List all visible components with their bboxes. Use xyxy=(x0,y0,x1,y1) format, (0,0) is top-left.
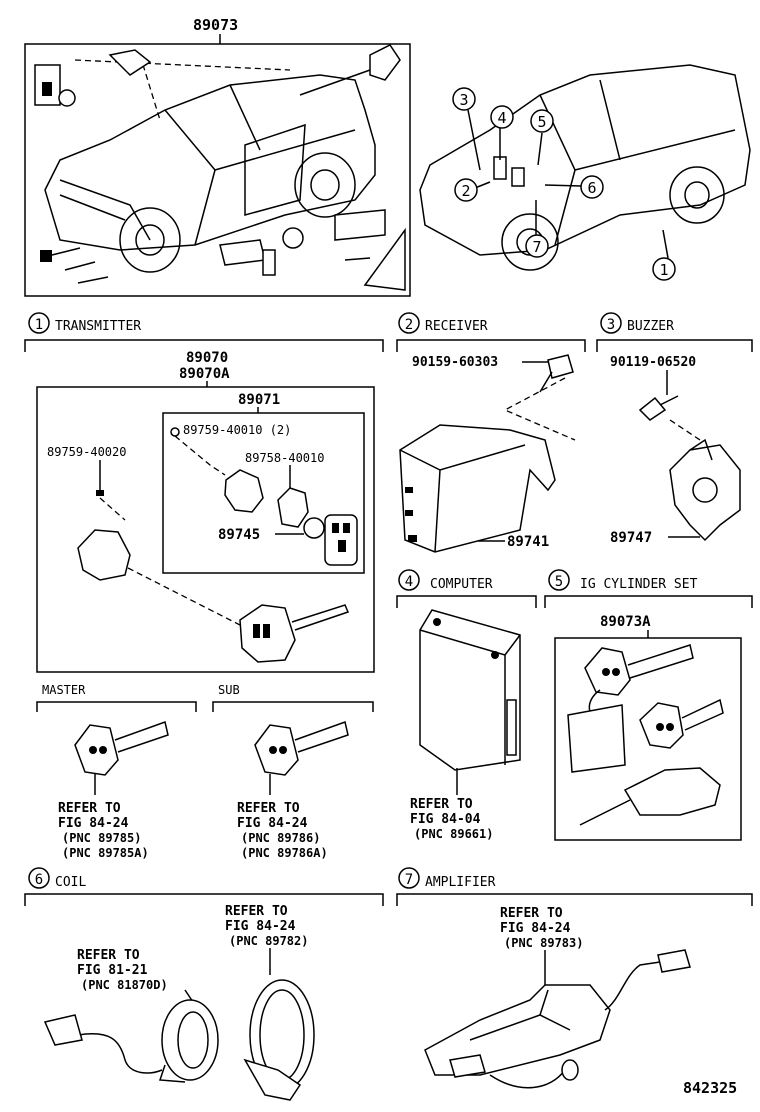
part-number-90159-60303: 90159-60303 xyxy=(412,355,498,370)
coil-fig-1: FIG 81-21 xyxy=(77,963,148,978)
svg-text:5: 5 xyxy=(537,113,546,131)
svg-text:6: 6 xyxy=(35,872,43,888)
amplifier-pnc: (PNC 89783) xyxy=(504,936,583,950)
part-number-89747: 89747 xyxy=(610,530,652,546)
master-pnc-a: (PNC 89785A) xyxy=(62,846,149,860)
coil-refer-2: REFER TO xyxy=(225,904,288,919)
sub-key: SUB REFER TO FIG 84-24 (PNC 89786) (PNC … xyxy=(212,683,374,860)
figure-number: 842325 xyxy=(683,1079,737,1097)
coil-pnc-1: (PNC 81870D) xyxy=(81,978,168,992)
part-number-89073A: 89073A xyxy=(600,614,651,630)
part-number-89070: 89070 xyxy=(186,350,228,366)
section-7-amplifier: 7 AMPLIFIER REFER TO FIG 84-24 (PNC 8978… xyxy=(396,867,753,1089)
svg-text:5: 5 xyxy=(555,574,563,590)
section-6-coil: 6 COIL REFER TO FIG 81-21 (PNC 81870D) R… xyxy=(24,867,384,1101)
part-number-90119-06520: 90119-06520 xyxy=(610,355,696,370)
master-fig: FIG 84-24 xyxy=(58,816,129,831)
svg-text:4: 4 xyxy=(405,574,413,590)
transmitter-title: TRANSMITTER xyxy=(55,319,141,334)
coil-refer-1: REFER TO xyxy=(77,948,140,963)
callout-7-top: 7 xyxy=(525,234,549,258)
svg-text:6: 6 xyxy=(587,179,596,197)
computer-refer: REFER TO xyxy=(410,797,473,812)
receiver-title: RECEIVER xyxy=(425,319,488,334)
part-number-89073: 89073 xyxy=(193,16,238,34)
svg-text:2: 2 xyxy=(405,317,413,333)
sub-refer: REFER TO xyxy=(237,801,300,816)
amplifier-fig: FIG 84-24 xyxy=(500,921,571,936)
computer-fig: FIG 84-04 xyxy=(410,812,481,827)
amplifier-refer: REFER TO xyxy=(500,906,563,921)
svg-text:1: 1 xyxy=(35,317,43,333)
coil-fig-2: FIG 84-24 xyxy=(225,919,296,934)
svg-text:3: 3 xyxy=(459,91,468,109)
ig-cylinder-frame xyxy=(554,637,742,841)
svg-text:1: 1 xyxy=(659,261,668,279)
svg-text:MASTER: MASTER xyxy=(42,683,86,697)
top-left-frame xyxy=(24,43,411,297)
sub-pnc-a: (PNC 89786A) xyxy=(241,846,328,860)
transmitter-sub-frame xyxy=(162,412,365,574)
master-key: MASTER REFER TO FIG 84-24 (PNC 89785) (P… xyxy=(36,683,197,860)
part-number-89759-40010: 89759-40010 (2) xyxy=(183,423,291,437)
svg-text:SUB: SUB xyxy=(218,683,240,697)
coil-pnc-2: (PNC 89782) xyxy=(229,934,308,948)
section-2-receiver: 2 RECEIVER 90159-60303 89741 xyxy=(396,312,586,553)
part-number-89071: 89071 xyxy=(238,392,280,408)
callout-1-top: 1 xyxy=(652,257,676,281)
sub-fig: FIG 84-24 xyxy=(237,816,308,831)
callout-3-top: 3 xyxy=(452,87,476,111)
callout-2-top: 2 xyxy=(454,178,478,202)
svg-text:7: 7 xyxy=(405,872,413,888)
ig-cylinder-title: IG CYLINDER SET xyxy=(580,577,698,592)
master-refer: REFER TO xyxy=(58,801,121,816)
svg-text:4: 4 xyxy=(497,109,506,127)
callout-6-top: 6 xyxy=(580,175,604,199)
callout-5-top: 5 xyxy=(530,109,554,133)
section-5-ig-cylinder-set: 5 IG CYLINDER SET 89073A xyxy=(544,569,753,841)
section-4-computer: 4 COMPUTER REFER TO FIG 84-04 (PNC 89661… xyxy=(396,569,537,841)
computer-pnc: (PNC 89661) xyxy=(414,827,493,841)
svg-text:3: 3 xyxy=(607,317,615,333)
part-number-89070A: 89070A xyxy=(179,366,230,382)
part-number-89741: 89741 xyxy=(507,534,549,550)
part-number-89745: 89745 xyxy=(218,527,260,543)
callout-4-top: 4 xyxy=(490,105,514,129)
parts-around-vehicle xyxy=(34,44,406,291)
computer-title: COMPUTER xyxy=(430,577,493,592)
sub-pnc: (PNC 89786) xyxy=(241,831,320,845)
transmitter-frame xyxy=(36,386,375,673)
part-number-89758-40010: 89758-40010 xyxy=(245,451,324,465)
part-number-89759-40020: 89759-40020 xyxy=(47,445,126,459)
master-pnc: (PNC 89785) xyxy=(62,831,141,845)
section-3-buzzer: 3 BUZZER 90119-06520 89747 xyxy=(596,312,753,546)
coil-title: COIL xyxy=(55,875,86,890)
section-1-transmitter: 1 TRANSMITTER 89070 89070A 89071 89759-4… xyxy=(24,312,384,673)
amplifier-title: AMPLIFIER xyxy=(425,875,496,890)
svg-text:2: 2 xyxy=(461,182,470,200)
vehicle-illustration-left xyxy=(44,54,376,273)
svg-text:7: 7 xyxy=(532,238,541,256)
buzzer-title: BUZZER xyxy=(627,319,674,334)
